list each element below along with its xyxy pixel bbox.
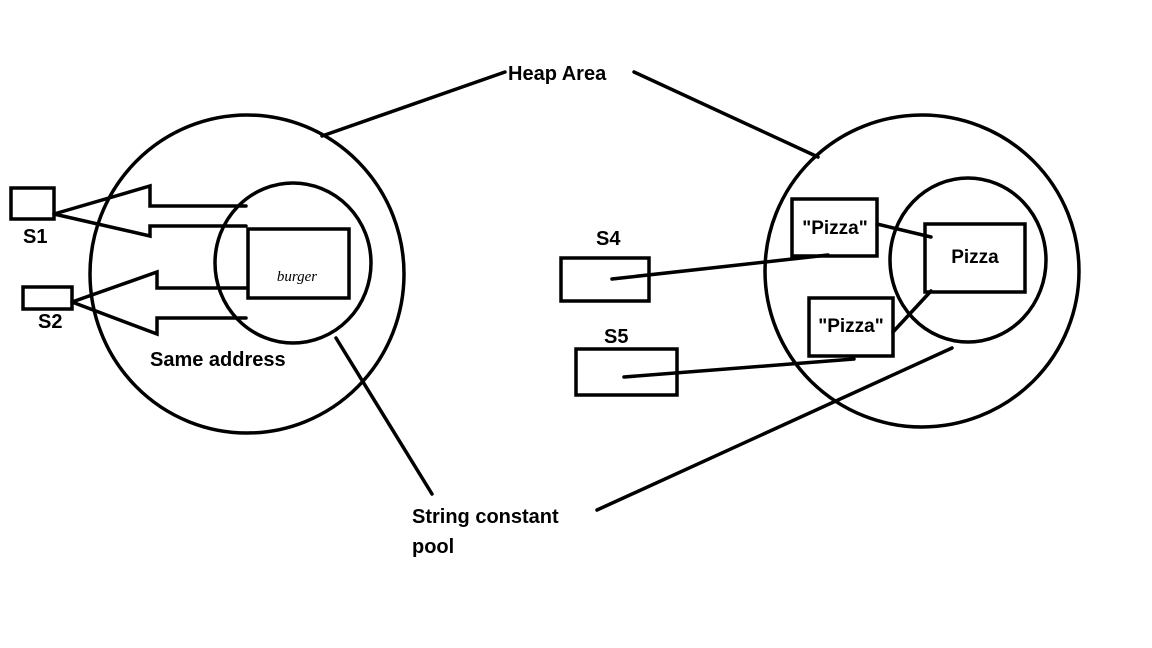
pizza-heap-label-2: "Pizza" — [818, 316, 884, 337]
s1-arrow-top — [52, 183, 248, 216]
pool-leader-right — [595, 346, 954, 512]
s1-label: S1 — [23, 226, 47, 248]
right-pool-circle — [888, 176, 1048, 344]
pizza-pool-box — [923, 222, 1027, 294]
heap-leader-right — [632, 70, 820, 159]
same-address-label: Same address — [150, 349, 286, 371]
pizza-pool-label: Pizza — [951, 247, 999, 268]
heap-leader-left — [320, 70, 507, 138]
s5-reference-line — [622, 357, 856, 379]
pool-leader-left — [334, 336, 434, 496]
left-heap-circle — [88, 113, 406, 435]
left-pool-circle — [213, 181, 373, 345]
pizza-heap-label-1: "Pizza" — [802, 218, 868, 239]
s2-label: S2 — [38, 311, 62, 333]
string-pool-label-line1: String constant — [412, 506, 559, 528]
right-heap-circle — [763, 113, 1081, 429]
string-pool-label-line2: pool — [412, 536, 454, 558]
s2-arrow-top — [70, 269, 248, 304]
s4-box — [559, 256, 651, 303]
s4-label: S4 — [596, 228, 621, 250]
pizza-heap-box-2 — [807, 296, 895, 358]
s5-label: S5 — [604, 326, 628, 348]
pizza-link-1 — [875, 222, 933, 239]
s2-box — [21, 285, 74, 311]
s1-box — [9, 186, 56, 221]
s4-reference-line — [610, 253, 830, 281]
pizza-link-2 — [891, 289, 933, 334]
s1-arrow-bottom — [52, 212, 248, 239]
burger-label: burger — [277, 269, 317, 285]
heap-area-label: Heap Area — [508, 63, 607, 85]
s5-box — [574, 347, 679, 397]
s2-arrow-bottom — [70, 300, 248, 337]
burger-box — [246, 227, 351, 300]
pizza-heap-box-1 — [790, 197, 879, 258]
